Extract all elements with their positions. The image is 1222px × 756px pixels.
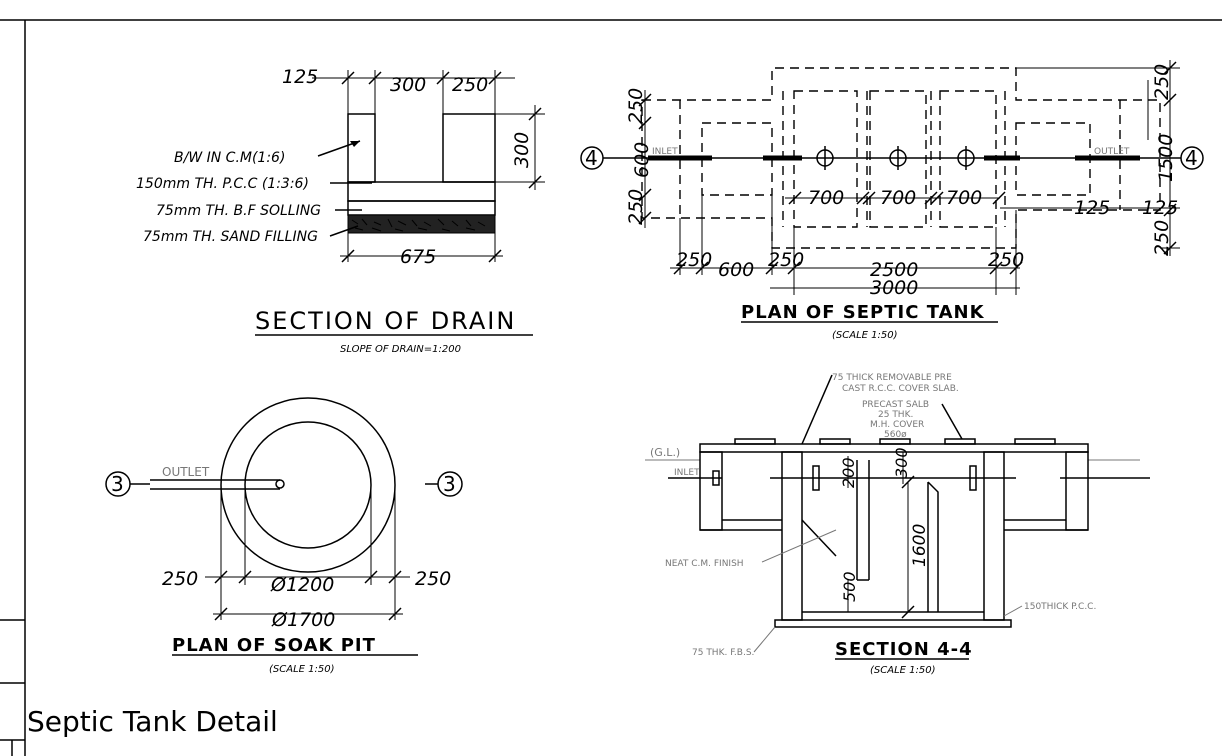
tank-dim-700-1: 700 xyxy=(808,187,844,209)
section-dim-500: 500 xyxy=(840,571,859,602)
tank-dim-600-left: 600 xyxy=(631,142,653,178)
drain-dim-675: 675 xyxy=(400,246,436,268)
drain-label-brickwork: B/W IN C.M(1:6) xyxy=(174,150,285,166)
drain-note: SLOPE OF DRAIN=1:200 xyxy=(340,344,461,355)
tank-dim-250-right-top: 250 xyxy=(1151,64,1173,100)
section-of-drain: 125 300 250 300 675 B/W IN C.M(1:6) 150m… xyxy=(136,66,545,355)
tank-dim-2500: 2500 xyxy=(870,259,918,281)
section-label-inlet: INLET xyxy=(674,468,700,478)
tank-dim-700-3: 700 xyxy=(946,187,982,209)
drain-label-solling: 75mm TH. B.F SOLLING xyxy=(156,203,321,219)
section-4-4: 200 300 1600 500 75 THICK REMOVABLE PRE … xyxy=(645,373,1150,676)
drain-dim-300: 300 xyxy=(390,74,426,96)
section-label-precast-4: 560ø xyxy=(884,430,907,440)
sheet-title: Septic Tank Detail xyxy=(27,705,278,738)
tank-dim-3000: 3000 xyxy=(870,277,918,299)
tank-dim-250-right-bottom: 250 xyxy=(1151,220,1173,256)
section-dim-1600: 1600 xyxy=(910,524,930,567)
soak-pit-scale: (SCALE 1:50) xyxy=(269,664,335,675)
section-label-fbs: 75 THK. F.B.S. xyxy=(692,648,754,658)
tank-dim-250-bottom-1: 250 xyxy=(676,249,712,271)
section-label-ground-level: (G.L.) xyxy=(650,446,680,459)
section-marker-3-right-label: 3 xyxy=(443,472,456,496)
tank-dim-125-2: 125 xyxy=(1142,197,1178,219)
section-label-cover-slab-2: CAST R.C.C. COVER SLAB. xyxy=(842,384,959,394)
drain-label-sand: 75mm TH. SAND FILLING xyxy=(143,229,318,245)
soak-pit-dim-1700: Ø1700 xyxy=(271,609,335,631)
soak-pit-outlet-label: OUTLET xyxy=(162,465,210,479)
plan-of-septic-tank: INLET OUTLET 4 4 250 600 250 700 700 700… xyxy=(580,60,1204,341)
tank-dim-1500: 1500 xyxy=(1155,134,1177,182)
tank-scale: (SCALE 1:50) xyxy=(832,330,898,341)
tank-dim-250-bottom-2: 250 xyxy=(768,249,804,271)
section-label-pcc: 150THICK P.C.C. xyxy=(1024,602,1096,612)
tank-outlet-label: OUTLET xyxy=(1094,147,1130,157)
section-scale: (SCALE 1:50) xyxy=(870,665,936,676)
soak-pit-dim-250-left: 250 xyxy=(162,568,198,590)
tank-dim-600-bottom: 600 xyxy=(718,259,754,281)
tank-inlet-label: INLET xyxy=(652,147,678,157)
section-label-precast-1: PRECAST SALB xyxy=(862,400,929,410)
tank-dim-250-left-bottom: 250 xyxy=(625,189,647,225)
tank-dim-700-2: 700 xyxy=(880,187,916,209)
section-label-neat-finish: NEAT C.M. FINISH xyxy=(665,559,744,569)
soak-pit-title: PLAN OF SOAK PIT xyxy=(172,635,376,656)
drain-dim-125: 125 xyxy=(282,66,318,88)
sheet-frame xyxy=(0,19,1222,756)
section-marker-4-right-label: 4 xyxy=(1185,146,1198,170)
tank-dim-125-1: 125 xyxy=(1074,197,1110,219)
drain-dim-300-vertical: 300 xyxy=(511,132,533,168)
drain-title: SECTION OF DRAIN xyxy=(255,307,516,335)
section-title: SECTION 4-4 xyxy=(835,639,973,660)
tank-title: PLAN OF SEPTIC TANK xyxy=(741,302,985,323)
drain-label-pcc: 150mm TH. P.C.C (1:3:6) xyxy=(136,176,309,192)
section-dim-300: 300 xyxy=(892,447,911,478)
plan-of-soak-pit: OUTLET 3 3 250 Ø1200 250 Ø1700 PLAN OF S… xyxy=(105,397,463,675)
section-dim-200: 200 xyxy=(839,457,858,488)
section-label-precast-2: 25 THK. xyxy=(878,410,913,420)
section-label-precast-3: M.H. COVER xyxy=(870,420,924,430)
drain-dim-250: 250 xyxy=(452,74,488,96)
section-marker-4-left-label: 4 xyxy=(585,146,598,170)
section-label-cover-slab-1: 75 THICK REMOVABLE PRE xyxy=(832,373,952,383)
soak-pit-dim-250-right: 250 xyxy=(415,568,451,590)
section-marker-3-left-label: 3 xyxy=(111,472,124,496)
tank-dim-250-bottom-3: 250 xyxy=(988,249,1024,271)
tank-dim-250-left-top: 250 xyxy=(625,88,647,124)
soak-pit-dim-1200: Ø1200 xyxy=(270,574,334,596)
